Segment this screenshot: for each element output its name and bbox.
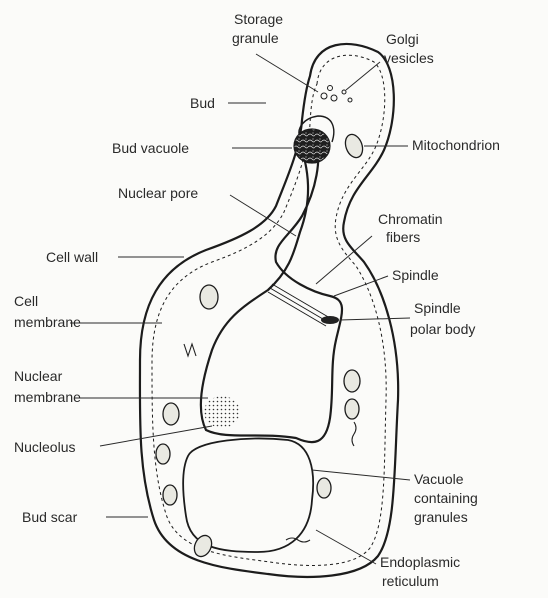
label-cell-wall: Cell wall <box>46 249 98 265</box>
label-golgi-vesicles: Golgi vesicles <box>384 31 434 66</box>
label-bud: Bud <box>190 95 215 111</box>
label-mitochondrion: Mitochondrion <box>412 137 500 153</box>
label-spindle: Spindle <box>392 267 439 283</box>
label-storage-granule: Storage granule <box>232 11 287 46</box>
label-endoplasmic-reticulum: Endoplasmic reticulum <box>380 554 464 589</box>
bud-granules <box>321 86 352 103</box>
cell-membrane <box>152 55 386 565</box>
label-nuclear-membrane: Nuclear membrane <box>14 368 81 405</box>
label-bud-scar: Bud scar <box>22 509 78 525</box>
nucleolus <box>204 396 240 428</box>
labels: Storage granule Golgi vesicles Bud Bud v… <box>14 11 500 589</box>
spindle-polar-body <box>321 316 339 324</box>
label-nuclear-pore: Nuclear pore <box>118 185 198 201</box>
yeast-cell <box>140 44 398 577</box>
label-cell-membrane: Cell membrane <box>14 293 81 330</box>
spindle <box>268 284 330 326</box>
cell-wall <box>140 44 398 577</box>
label-vacuole-containing-granules: Vacuole containing granules <box>414 471 482 525</box>
bud-vacuole <box>294 129 330 163</box>
label-spindle-polar-body: Spindle polar body <box>410 300 475 337</box>
label-chromatin-fibers: Chromatin fibers <box>378 211 446 245</box>
vacuole-containing-granules <box>183 439 313 552</box>
label-nucleolus: Nucleolus <box>14 439 75 455</box>
label-bud-vacuole: Bud vacuole <box>112 140 189 156</box>
